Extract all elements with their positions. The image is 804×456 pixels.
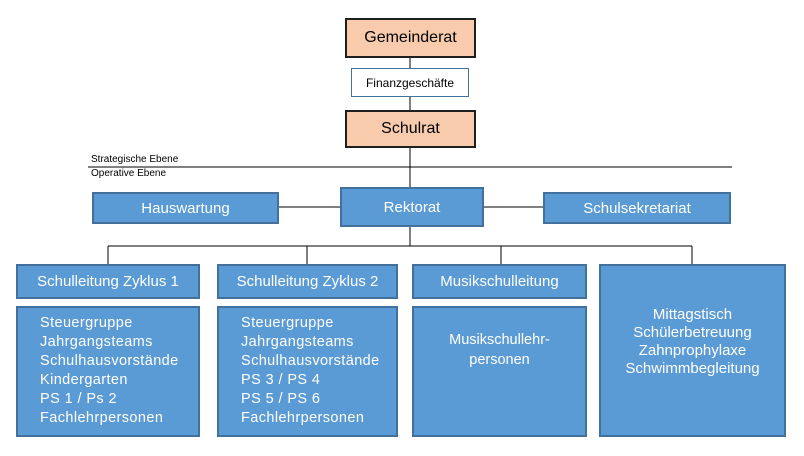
betreuung-details-box: Mittagstisch Schülerbetreuung Zahnprophy… bbox=[599, 264, 786, 437]
musikschulleitung-label: Musikschulleitung bbox=[440, 273, 559, 290]
list-item: personen bbox=[469, 352, 530, 368]
schulleitung-zyklus1-label: Schulleitung Zyklus 1 bbox=[37, 273, 179, 290]
operative-level-label: Operative Ebene bbox=[91, 168, 167, 179]
musikschule-details-box: Musikschullehr- personen bbox=[412, 306, 587, 437]
list-item: Steuergruppe bbox=[40, 315, 133, 331]
list-item: Schülerbetreuung bbox=[633, 324, 752, 341]
list-item: Schulhausvorstände bbox=[40, 353, 179, 369]
gemeinderat-box: Gemeinderat bbox=[345, 18, 476, 58]
finanzgeschaefte-box: Finanzgeschäfte bbox=[351, 68, 469, 97]
list-item: PS 3 / PS 4 bbox=[241, 372, 321, 388]
zyklus2-details-box: Steuergruppe Jahrgangsteams Schulhausvor… bbox=[217, 306, 398, 437]
schulrat-box: Schulrat bbox=[345, 110, 476, 148]
list-item: Zahnprophylaxe bbox=[638, 342, 747, 359]
list-item: PS 5 / PS 6 bbox=[241, 391, 321, 407]
schulsekretariat-box: Schulsekretariat bbox=[543, 192, 731, 224]
schulleitung-zyklus2-label: Schulleitung Zyklus 2 bbox=[236, 273, 379, 290]
schulleitung-zyklus1-box: Schulleitung Zyklus 1 bbox=[16, 264, 200, 299]
rektorat-box: Rektorat bbox=[340, 187, 484, 227]
list-item: Jahrgangsteams bbox=[40, 334, 153, 350]
gemeinderat-label: Gemeinderat bbox=[364, 29, 457, 46]
schulsekretariat-label: Schulsekretariat bbox=[583, 199, 691, 217]
zyklus1-details-box: Steuergruppe Jahrgangsteams Schulhausvor… bbox=[16, 306, 200, 437]
list-item: Fachlehrpersonen bbox=[241, 410, 365, 426]
list-item: Steuergruppe bbox=[241, 315, 334, 331]
list-item: PS 1 / Ps 2 bbox=[40, 391, 117, 407]
strategic-level-label: Strategische Ebene bbox=[91, 154, 179, 165]
list-item: Schulhausvorstände bbox=[241, 353, 380, 369]
list-item: Kindergarten bbox=[40, 372, 128, 388]
schulleitung-zyklus2-box: Schulleitung Zyklus 2 bbox=[217, 264, 398, 299]
rektorat-label: Rektorat bbox=[383, 198, 441, 216]
list-item: Musikschullehr- bbox=[449, 332, 550, 348]
list-item: Mittagstisch bbox=[652, 306, 733, 323]
list-item: Schwimmbegleitung bbox=[625, 360, 760, 377]
finanzgeschaefte-label: Finanzgeschäfte bbox=[365, 75, 455, 90]
list-item: Jahrgangsteams bbox=[241, 334, 354, 350]
hauswartung-label: Hauswartung bbox=[141, 199, 230, 217]
musikschulleitung-box: Musikschulleitung bbox=[412, 264, 587, 299]
list-item: Fachlehrpersonen bbox=[40, 410, 164, 426]
schulrat-label: Schulrat bbox=[381, 120, 440, 137]
hauswartung-box: Hauswartung bbox=[92, 192, 279, 224]
